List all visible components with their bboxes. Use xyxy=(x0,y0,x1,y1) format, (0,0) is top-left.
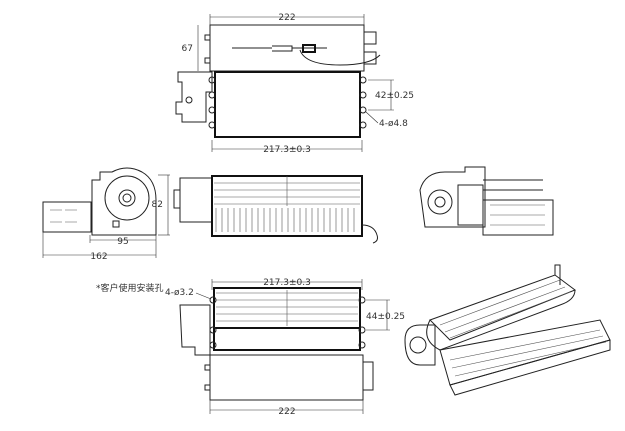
dim-top-hole-spacing: 42±0.25 xyxy=(375,91,414,101)
dim-top-holes: 4-ø4.8 xyxy=(379,119,408,129)
top-view: 222 67 42±0.25 4-ø4.8 217.3±0.3 xyxy=(175,13,414,155)
bottom-mounting-plate xyxy=(209,354,364,401)
iso-motor xyxy=(404,324,436,366)
dim-top-depth: 67 xyxy=(182,44,193,54)
top-motor xyxy=(175,71,213,123)
dim-side-width-162: 162 xyxy=(90,252,107,262)
top-fan-body xyxy=(214,71,361,138)
dim-side-width-95: 95 xyxy=(117,237,128,247)
front-heater-fins xyxy=(215,208,355,232)
side-housing xyxy=(91,167,157,236)
dim-side-height: 82 xyxy=(152,200,163,210)
bottom-view: 217.3±0.3 *客户使用安装孔 4-ø3.2 44±0.25 222 xyxy=(96,278,405,417)
dim-bottom-holes: 4-ø3.2 xyxy=(165,288,194,298)
side-plate xyxy=(42,201,92,233)
top-wire xyxy=(232,45,381,66)
front-motor xyxy=(179,177,213,223)
iso-view-small xyxy=(419,166,554,236)
dim-bottom-hole-spacing: 44±0.25 xyxy=(366,312,405,322)
dim-top-body-length: 217.3±0.3 xyxy=(263,145,311,155)
iso-view-large xyxy=(404,264,611,396)
bottom-hole-note: *客户使用安装孔 xyxy=(96,282,164,294)
side-view: 82 95 162 xyxy=(42,167,170,262)
dim-bottom-width: 222 xyxy=(278,407,295,417)
front-wire xyxy=(361,224,378,244)
dim-bottom-body-length: 217.3±0.3 xyxy=(263,278,311,288)
dim-top-width: 222 xyxy=(278,13,295,23)
front-view xyxy=(173,175,378,244)
bottom-motor xyxy=(179,304,211,356)
